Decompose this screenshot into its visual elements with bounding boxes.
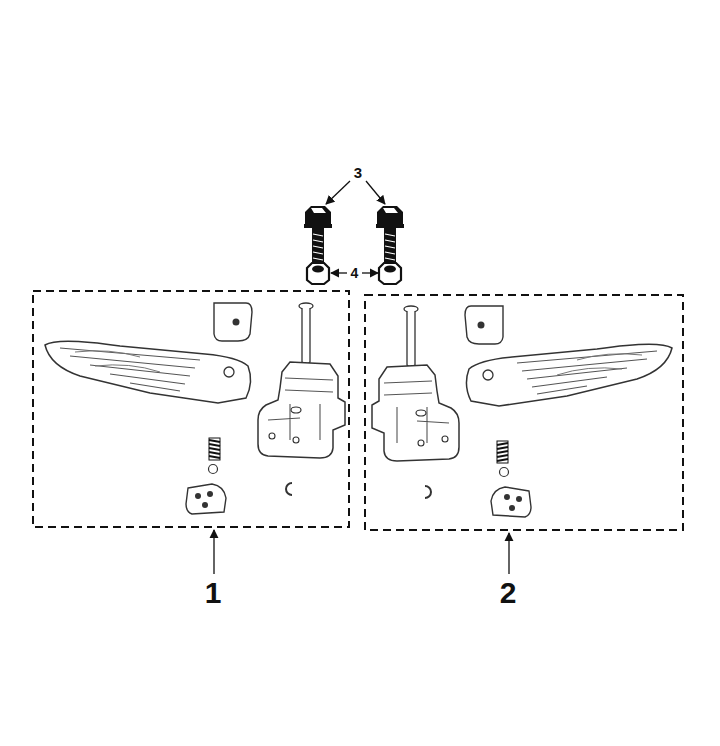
callout-number: 1 [205,578,222,608]
callout-holder: 3 [354,165,362,180]
callout-number: 3 [354,165,362,180]
callout-holder: 1 [205,578,222,608]
callout-holder: 4 [351,266,359,280]
callout-holder: 2 [500,578,517,608]
callout-number: 2 [500,578,517,608]
callout-number: 4 [351,266,359,280]
